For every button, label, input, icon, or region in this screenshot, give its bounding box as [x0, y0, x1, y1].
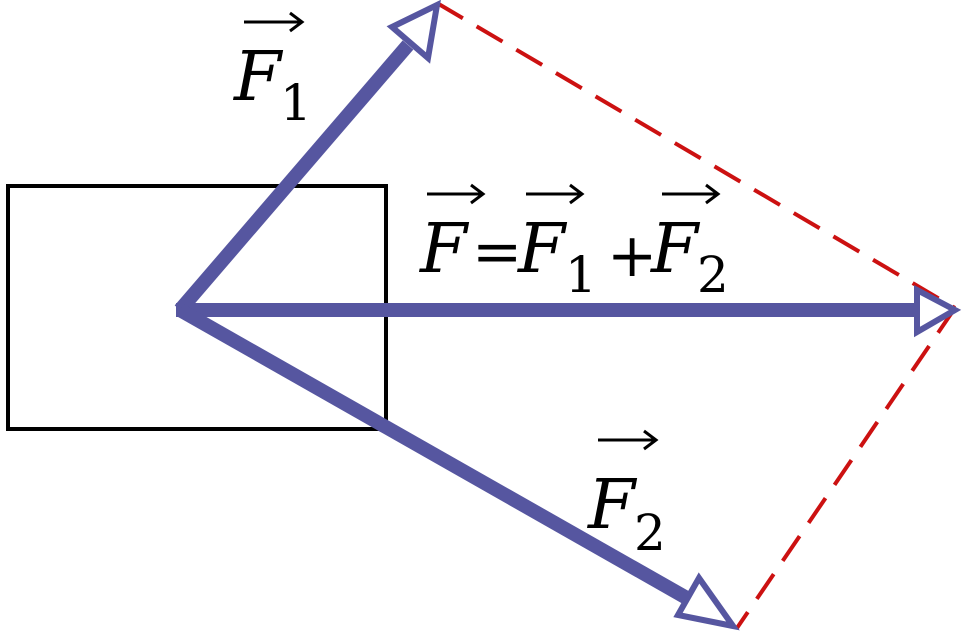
- vector-resultant-arrowhead: [914, 285, 962, 338]
- label-resultant-term2-symbol: F: [649, 210, 701, 289]
- vector-f1-arrowhead: [386, 0, 441, 64]
- vector-arrow-icon: [427, 183, 486, 205]
- label-f1-symbol: F: [232, 38, 284, 117]
- label-resultant-equation: F = F 1 + F 2: [418, 183, 729, 304]
- vector-f1-shaft: [174, 40, 414, 315]
- vector-arrow-icon: [244, 11, 305, 33]
- label-resultant-term1-symbol: F: [516, 210, 568, 289]
- construction-line-bottom: [735, 306, 957, 630]
- label-f2-subscript: 2: [634, 504, 666, 562]
- label-f1-subscript: 1: [280, 74, 312, 132]
- label-f1: F 1: [232, 11, 312, 132]
- label-f2-symbol: F: [586, 466, 638, 545]
- vector-arrow-icon: [662, 183, 721, 205]
- label-equals: =: [472, 217, 522, 287]
- vector-arrow-icon: [526, 183, 585, 205]
- label-resultant-term1-subscript: 1: [565, 246, 597, 304]
- vector-arrow-icon: [598, 429, 659, 451]
- label-resultant-term2-subscript: 2: [697, 246, 729, 304]
- label-plus: +: [607, 221, 657, 291]
- vector-f2-shaft: [176, 303, 696, 608]
- construction-line-top: [435, 1, 957, 310]
- label-resultant-lhs: F: [418, 210, 470, 289]
- label-f2: F 2: [586, 429, 666, 562]
- vector-f2-arrowhead: [673, 572, 740, 631]
